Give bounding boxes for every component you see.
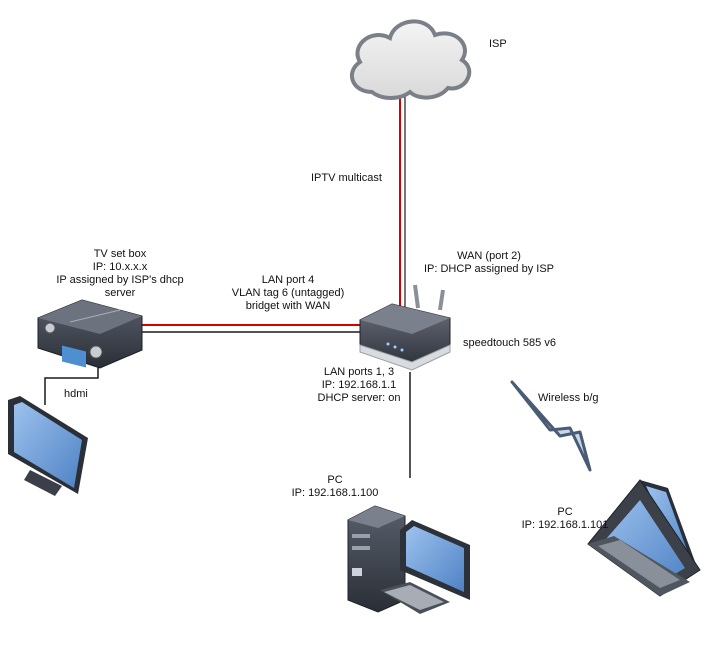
isp-label: ISP [489, 38, 507, 50]
lan-port4-vlan: VLAN tag 6 (untagged) [231, 287, 345, 299]
router-label: speedtouch 585 v6 [463, 337, 556, 349]
tv-set-box-title: TV set box [93, 248, 147, 260]
tv-monitor-icon [8, 396, 88, 496]
lan-port4-label: LAN port 4 VLAN tag 6 (untagged) bridget… [218, 274, 358, 313]
lan-port4-title: LAN port 4 [261, 274, 315, 286]
lan-port4-bridge: bridget with WAN [245, 300, 331, 312]
lan-ports-label: LAN ports 1, 3 IP: 192.168.1.1 DHCP serv… [306, 366, 412, 405]
desktop-pc-icon [347, 505, 470, 614]
hdmi-link [44, 360, 99, 405]
pc-wireless-label: PC IP: 192.168.1.101 [513, 506, 617, 532]
pc-wireless-ip: IP: 192.168.1.101 [521, 519, 609, 531]
wan-port-text: WAN (port 2) [457, 250, 521, 262]
wireless-label: Wireless b/g [538, 392, 599, 404]
laptop-icon [587, 479, 701, 597]
isp-cloud-icon [349, 19, 472, 100]
wan-ip-text: IP: DHCP assigned by ISP [423, 263, 555, 275]
lan-ports-dhcp: DHCP server: on [317, 392, 401, 404]
pc-wired-ip: IP: 192.168.1.100 [291, 487, 379, 499]
ethernet-links [44, 331, 411, 478]
tv-set-box-server: server [104, 287, 136, 299]
router-icon [359, 284, 451, 371]
tv-set-box-ip: IP: 10.x.x.x [92, 261, 148, 273]
hdmi-label: hdmi [64, 388, 88, 400]
pc-wired-label: PC IP: 192.168.1.100 [283, 474, 387, 500]
lan-ports-ip: IP: 192.168.1.1 [321, 379, 397, 391]
pc-wired-title: PC [327, 474, 343, 486]
wireless-signal-icon [510, 380, 592, 472]
wan-label: WAN (port 2) IP: DHCP assigned by ISP [418, 250, 560, 276]
pc-wireless-title: PC [557, 506, 573, 518]
lan-ports-title: LAN ports 1, 3 [323, 366, 395, 378]
tv-set-box-label: TV set box IP: 10.x.x.x IP assigned by I… [32, 248, 208, 300]
iptv-multicast-label: IPTV multicast [311, 172, 382, 184]
tv-set-box-dhcp: IP assigned by ISP's dhcp [56, 274, 184, 286]
tv-set-box-icon [37, 299, 143, 369]
